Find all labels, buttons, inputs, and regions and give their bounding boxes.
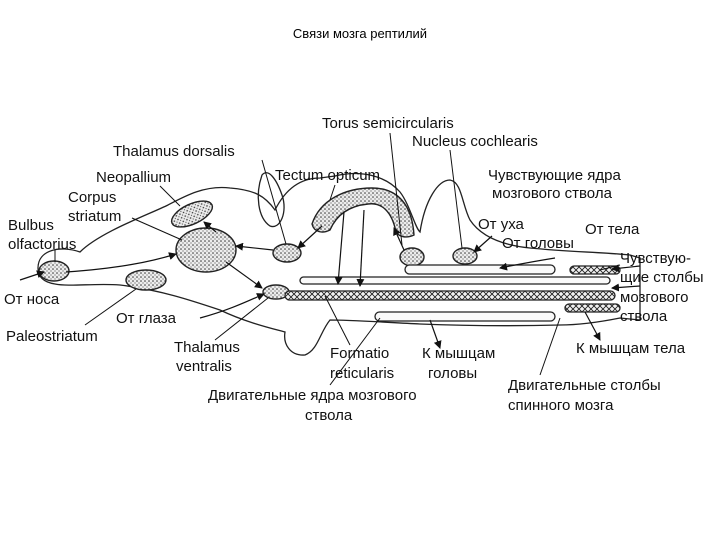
label-chuvstv-yadra-2: мозгового ствола (492, 185, 613, 202)
fiber-bulbus-striatum (65, 252, 177, 273)
leader-formatio (324, 295, 351, 346)
label-paleostriatum: Paleostriatum (6, 328, 98, 345)
middle-tract (299, 276, 611, 285)
label-nucleus-cochlearis: Nucleus cochlearis (412, 133, 538, 150)
neopallium-nucleus (170, 200, 214, 228)
label-stolby-4: ствола (620, 308, 668, 325)
label-ot-golovy: От головы (502, 235, 574, 252)
label-chuvstv-yadra-1: Чувствующие ядра (488, 167, 622, 184)
label-ot-uha: От уха (478, 216, 525, 233)
leader-dvig-spin (539, 317, 561, 376)
fiber-tectum-down (334, 211, 345, 285)
label-bulbus: Bulbus (8, 217, 54, 234)
fiber-body-in (611, 264, 641, 273)
label-reticularis: reticularis (330, 365, 394, 382)
label-dvig-yadra-1: Двигательные ядра мозгового (208, 387, 417, 404)
paleostriatum-nucleus (125, 269, 167, 291)
thalamus-dorsalis-nucleus (272, 243, 302, 263)
fiber-eye (199, 293, 265, 319)
sensory-tract-upper (404, 264, 556, 275)
leader-tectum (329, 184, 336, 201)
fiber-tectum-down2 (356, 209, 365, 287)
label-tectum: Tectum opticum (275, 167, 380, 184)
leader-thal-ventralis (214, 297, 269, 341)
leader-cochlearis (449, 149, 463, 249)
bulbus-nucleus (38, 260, 70, 282)
leader-corpus (131, 217, 183, 241)
fiber-motor-head (429, 319, 442, 349)
brain-outline (37, 172, 641, 356)
reticular-tract (284, 290, 616, 301)
leader-torus (389, 132, 403, 246)
label-dvig-spin-2: спинного мозга (508, 397, 614, 414)
label-formatio: Formatio (330, 345, 389, 362)
motor-tract-head (374, 311, 556, 322)
label-stolby-2: щие столбы (620, 269, 704, 286)
label-dvig-spin-1: Двигательные столбы (508, 377, 661, 394)
corpus-striatum-nucleus (175, 227, 237, 273)
fiber-motor-body (584, 311, 601, 341)
label-ot-tela: От тела (585, 221, 640, 238)
leader-stolby (599, 264, 621, 271)
label-corpus: Corpus (68, 189, 116, 206)
label-thalamus-dorsalis: Thalamus dorsalis (113, 143, 235, 160)
label-ot-nosa: От носа (4, 291, 60, 308)
label-k-myshcam-2: головы (428, 365, 477, 382)
torus-nucleus (399, 247, 425, 267)
fiber-tectum-thal (297, 225, 323, 249)
label-striatum: striatum (68, 208, 121, 225)
fiber-thal-striatum (235, 242, 274, 251)
leader-dvig-yadra (329, 317, 381, 386)
label-thalamus-v-2: ventralis (176, 358, 232, 375)
label-neopallium: Neopallium (96, 169, 171, 186)
label-torus: Torus semicircularis (322, 115, 454, 132)
fiber-nose (19, 270, 45, 281)
label-k-myshcam-1: К мышцам (422, 345, 495, 362)
label-stolby-3: мозгового (620, 289, 688, 306)
motor-tract-spinal (564, 303, 621, 313)
leader-paleostriatum (84, 288, 137, 326)
fiber-torus-tectum (393, 227, 405, 251)
label-dvig-yadra-2: ствола (305, 407, 353, 424)
cerebellum-lobe (257, 172, 285, 228)
slide-title: Связи мозга рептилий (292, 26, 428, 41)
label-k-myshcam-tela: К мышцам тела (576, 340, 686, 357)
cochlearis-nucleus (452, 247, 478, 265)
label-ot-glaza: От глаза (116, 310, 177, 327)
fiber-body-in2 (611, 283, 641, 292)
fiber-head-in (499, 257, 556, 271)
label-stolby-1: Чувствую- (620, 250, 691, 267)
leader-neopallium (159, 185, 181, 207)
label-thalamus-v-1: Thalamus (174, 339, 240, 356)
label-olfactorius: olfactorius (8, 236, 76, 253)
fiber-striatum-neopallium (203, 221, 217, 233)
fiber-striatum-ventral (225, 261, 263, 289)
fiber-ear (473, 235, 493, 253)
leader-thalamus-dorsalis (261, 159, 287, 245)
